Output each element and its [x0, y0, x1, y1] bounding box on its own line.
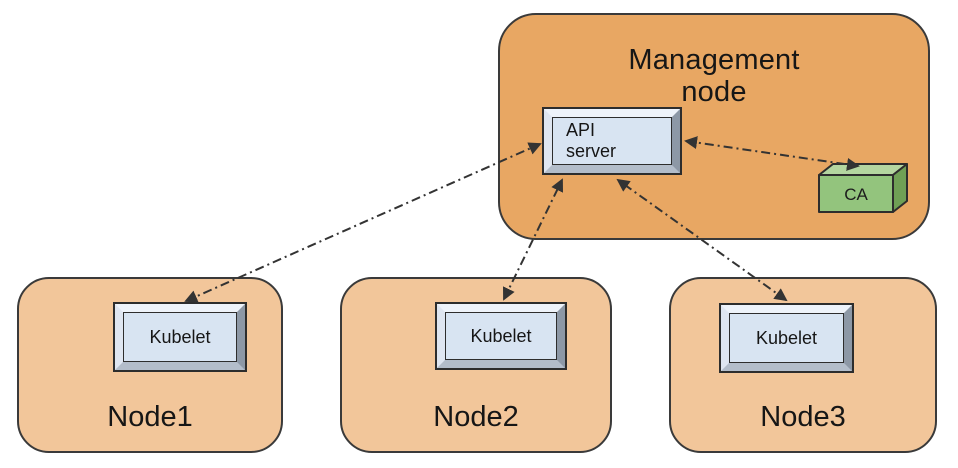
kubelet-node1-box: Kubelet — [113, 302, 247, 372]
ca-box: CA — [818, 163, 908, 213]
ca-front-face — [818, 174, 894, 213]
kubelet-node2-box: Kubelet — [435, 302, 567, 370]
node1-label: Node1 — [107, 401, 193, 433]
api-server-label: API server — [552, 117, 672, 165]
kubelet-node3-bevel-frame: Kubelet — [721, 305, 852, 371]
kubelet-node2-label: Kubelet — [445, 312, 557, 360]
kubelet-node3-label: Kubelet — [729, 313, 844, 363]
ca-label: CA — [844, 185, 868, 204]
management-node-label: Management node — [628, 44, 800, 108]
api-server-box: API server — [542, 107, 682, 175]
node2-label: Node2 — [433, 401, 519, 433]
kubelet-node2-bevel-frame: Kubelet — [437, 304, 565, 368]
kubelet-node1-bevel-frame: Kubelet — [115, 304, 245, 370]
kubelet-node1-label: Kubelet — [123, 312, 237, 362]
kubelet-node3-box: Kubelet — [719, 303, 854, 373]
node3-label: Node3 — [760, 401, 846, 433]
api-server-bevel-frame: API server — [544, 109, 680, 173]
